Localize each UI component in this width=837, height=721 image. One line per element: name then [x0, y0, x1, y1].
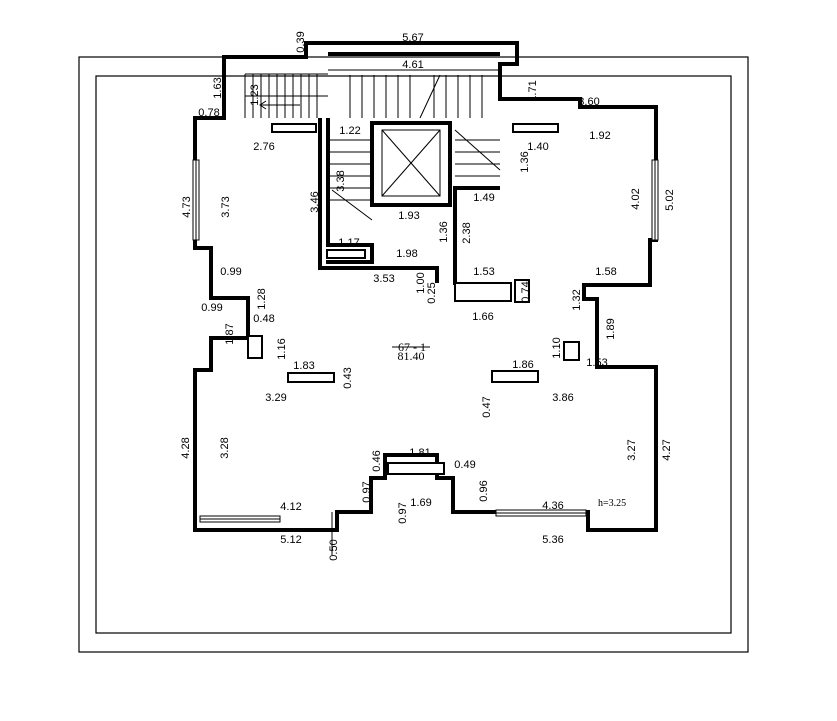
dimension-label: 0.50: [328, 539, 340, 560]
dimension-label: 5.12: [280, 534, 301, 546]
elevator-shaft: [370, 121, 452, 207]
dimension-label: 0.25: [426, 282, 438, 303]
dimension-label: 1.28: [256, 288, 268, 309]
dimension-label: 1.49: [473, 192, 494, 204]
dimension-label: 1.86: [512, 359, 533, 371]
dimension-label: 0.46: [371, 450, 383, 471]
apartment-area: 81.40: [398, 349, 425, 363]
dimension-label: 1.40: [527, 141, 548, 153]
dimension-label: 0.99: [220, 266, 241, 278]
dimension-label: 0.97: [397, 502, 409, 523]
elevator-cab: [381, 129, 441, 197]
stair-core-inner: [326, 118, 374, 264]
dimension-label: 0.74: [520, 281, 532, 302]
inner-frame: [95, 75, 732, 634]
dimension-label: 4.28: [180, 437, 192, 458]
stair-treads: [244, 73, 501, 221]
dimension-label: 1.36: [438, 221, 450, 242]
dimension-label: 3.27: [626, 439, 638, 460]
dimension-label: 1.22: [339, 125, 360, 137]
dimension-label: 1.00: [415, 272, 427, 293]
dimension-label: 0.99: [201, 302, 222, 314]
dimension-label: 1.71: [527, 80, 539, 101]
dimension-label: 5.67: [402, 32, 423, 44]
dimension-label: 3.73: [220, 196, 232, 217]
dimension-label: 0.39: [295, 31, 307, 52]
dimension-label: 3.38: [335, 170, 347, 191]
dimension-label: 3.28: [219, 437, 231, 458]
dimension-label: 1.58: [595, 266, 616, 278]
stair-right-wall: [453, 186, 500, 285]
dimension-label: 1.10: [551, 337, 563, 358]
dimension-label: 3.46: [309, 191, 321, 212]
dimension-label: 0.48: [253, 313, 274, 325]
dimension-label: 1.87: [224, 323, 236, 344]
dimension-label: 1.81: [409, 447, 430, 459]
dimension-label: 0.43: [342, 367, 354, 388]
dimension-label: 1.23: [249, 84, 261, 105]
dimension-label: 0.49: [454, 459, 475, 471]
dimension-label: 1.98: [396, 248, 417, 260]
dimension-label: 1.36: [519, 151, 531, 172]
dimension-label: 4.36: [542, 500, 563, 512]
dimension-label: 3.86: [552, 392, 573, 404]
dimension-label: 0.47: [481, 396, 493, 417]
dimension-label: 5.36: [542, 534, 563, 546]
dimension-label: 1.66: [472, 311, 493, 323]
dimension-label: 4.61: [402, 59, 423, 71]
windows: [192, 159, 659, 523]
dimension-label: 4.27: [661, 439, 673, 460]
dimension-label: 3.29: [265, 392, 286, 404]
dimension-labels: 0.39 5.67 4.61 1.63 1.23 0.78 1.71 3.60 1.22 1.40…: [180, 31, 676, 560]
dimension-label: 1.53: [586, 357, 607, 369]
elevator-x-2: [381, 129, 441, 197]
dimension-label: 3.53: [373, 273, 394, 285]
dimension-label: 1.92: [589, 130, 610, 142]
dimension-label: 1.17: [338, 237, 359, 249]
ceiling-height: h=3.25: [598, 498, 626, 509]
outer-frame: [78, 56, 749, 653]
dimension-label: 0.97: [361, 481, 373, 502]
dimension-label: 1.16: [276, 338, 288, 359]
dimension-label: 4.73: [181, 196, 193, 217]
dimension-label: 1.93: [398, 210, 419, 222]
dimension-label: 5.02: [664, 189, 676, 210]
dimension-label: 1.53: [473, 266, 494, 278]
dimension-label: 1.69: [410, 497, 431, 509]
stair-core-wall: [318, 118, 439, 283]
dimension-label: 4.12: [280, 501, 301, 513]
dimension-label: 0.78: [198, 107, 219, 119]
dimension-label: 3.60: [578, 96, 599, 108]
dimension-label: 4.02: [630, 188, 642, 209]
dimension-label: 1.63: [212, 77, 224, 98]
dimension-label: 0.96: [478, 480, 490, 501]
dimension-label: 1.32: [571, 289, 583, 310]
apartment-outline: [193, 41, 658, 532]
radiators: [247, 123, 580, 475]
dimension-label: 2.38: [461, 222, 473, 243]
dimension-label: 1.89: [605, 318, 617, 339]
dimension-label: 1.83: [293, 360, 314, 372]
dimension-label: 2.76: [253, 141, 274, 153]
